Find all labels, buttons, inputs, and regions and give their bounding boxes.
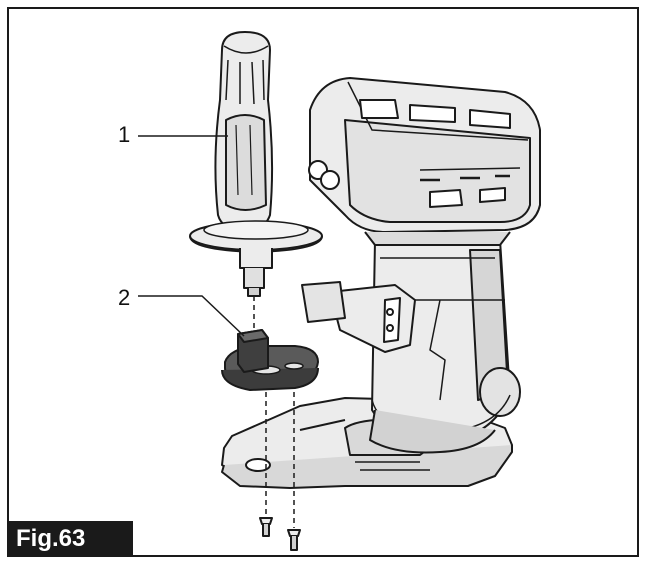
router-clamp [301,281,416,353]
callout-2: 2 [118,285,131,310]
leader-lines [138,135,245,337]
router-top-housing [308,77,541,246]
figure-label: Fig.63 [8,521,133,556]
grip-part [189,31,323,297]
alignment-lines [253,296,295,528]
leader-line-2 [138,295,245,337]
grip-base-part [221,329,319,391]
screws [259,517,301,551]
callout-1: 1 [118,122,131,147]
router-motor-body [369,239,521,454]
